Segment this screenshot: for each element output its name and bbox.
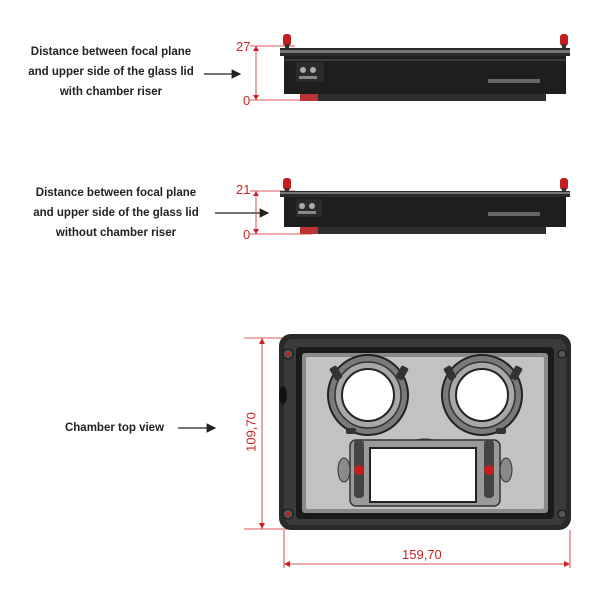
dim-bottom-with-riser: 0 [243, 93, 251, 108]
label-line: Distance between focal plane [30, 46, 192, 58]
label-line: Distance between focal plane [35, 187, 197, 199]
label-line: with chamber riser [59, 86, 163, 98]
dim-top-without-riser: 21 [236, 182, 251, 197]
label-top-view: Chamber top view [52, 418, 177, 438]
label-line: and upper side of the glass lid [33, 207, 199, 219]
label-line: and upper side of the glass lid [28, 66, 194, 78]
knob-left [283, 34, 291, 46]
top-view-chamber [244, 334, 571, 568]
label-line: Chamber top view [64, 422, 165, 434]
knob-right [560, 34, 568, 46]
label-with-riser: Distance between focal plane and upper s… [18, 42, 204, 102]
dim-bottom-without-riser: 0 [243, 227, 251, 242]
knob-left [283, 178, 291, 190]
label-line: without chamber riser [55, 227, 177, 239]
knob-right [560, 178, 568, 190]
dim-width-top-view: 159,70 [402, 547, 442, 562]
dim-top-with-riser: 27 [236, 39, 251, 54]
side-view-without-riser [250, 178, 570, 235]
side-view-with-riser [250, 34, 570, 101]
label-without-riser: Distance between focal plane and upper s… [18, 183, 214, 243]
